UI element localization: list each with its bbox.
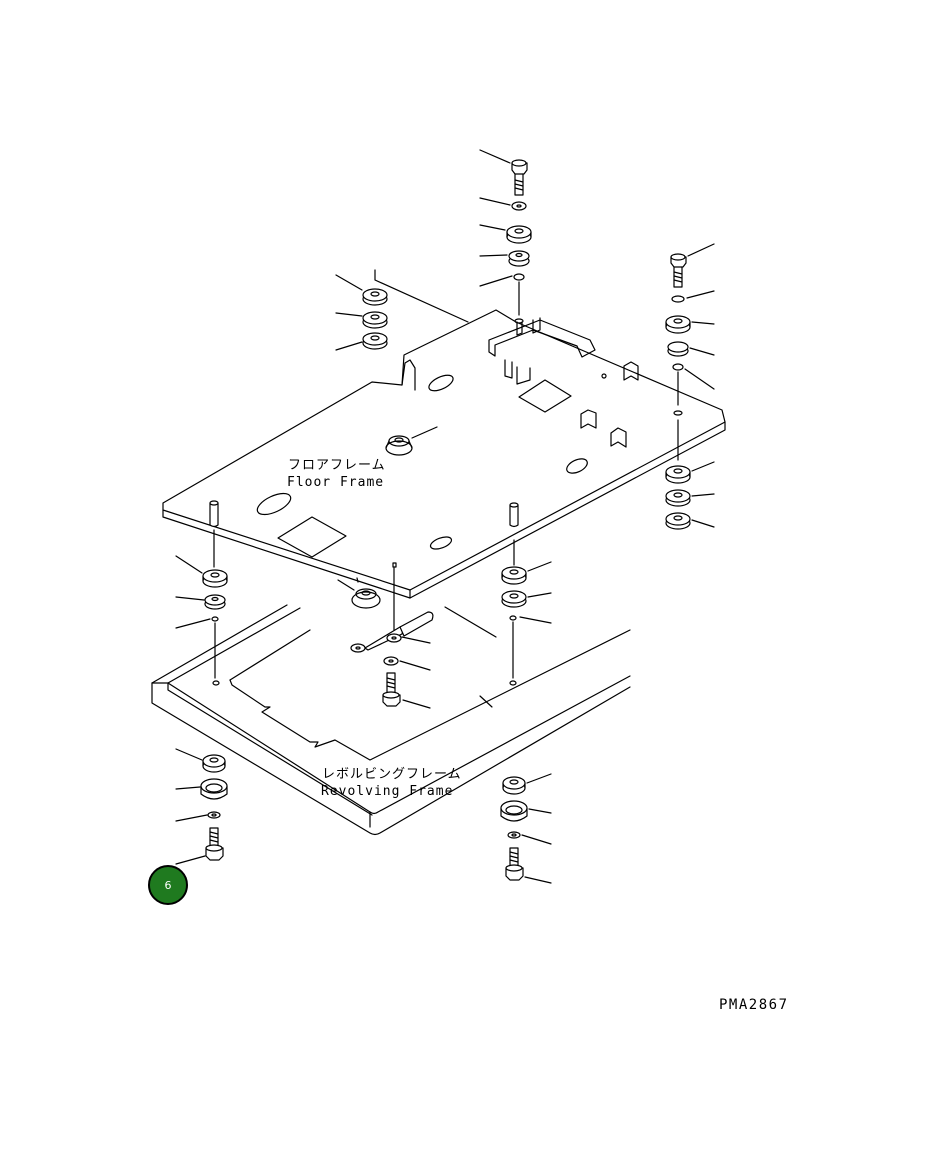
revolving-frame-label-jp: レボルビングフレーム — [322, 767, 462, 782]
left-middle-stack — [202, 529, 228, 679]
ground-cable-assembly — [350, 562, 434, 707]
bottom-right-stack — [500, 776, 528, 881]
right-middle-stack — [501, 539, 527, 679]
floor-frame-label-en: Floor Frame — [287, 475, 384, 490]
bottom-left-stack — [200, 754, 228, 861]
upper-left-washers — [362, 288, 388, 350]
floor-frame — [162, 269, 726, 609]
callout-marker-6[interactable]: 6 — [148, 865, 188, 905]
floor-frame-label-jp: フロアフレーム — [288, 458, 386, 473]
drawing-code: PMA2867 — [719, 997, 789, 1013]
center-mount-stack — [506, 159, 532, 316]
leader-lines — [175, 149, 715, 884]
revolving-frame-label-en: Revolving Frame — [321, 784, 453, 799]
right-mount-stack — [665, 253, 691, 530]
revolving-frame — [151, 604, 631, 836]
callout-number: 6 — [164, 878, 172, 892]
